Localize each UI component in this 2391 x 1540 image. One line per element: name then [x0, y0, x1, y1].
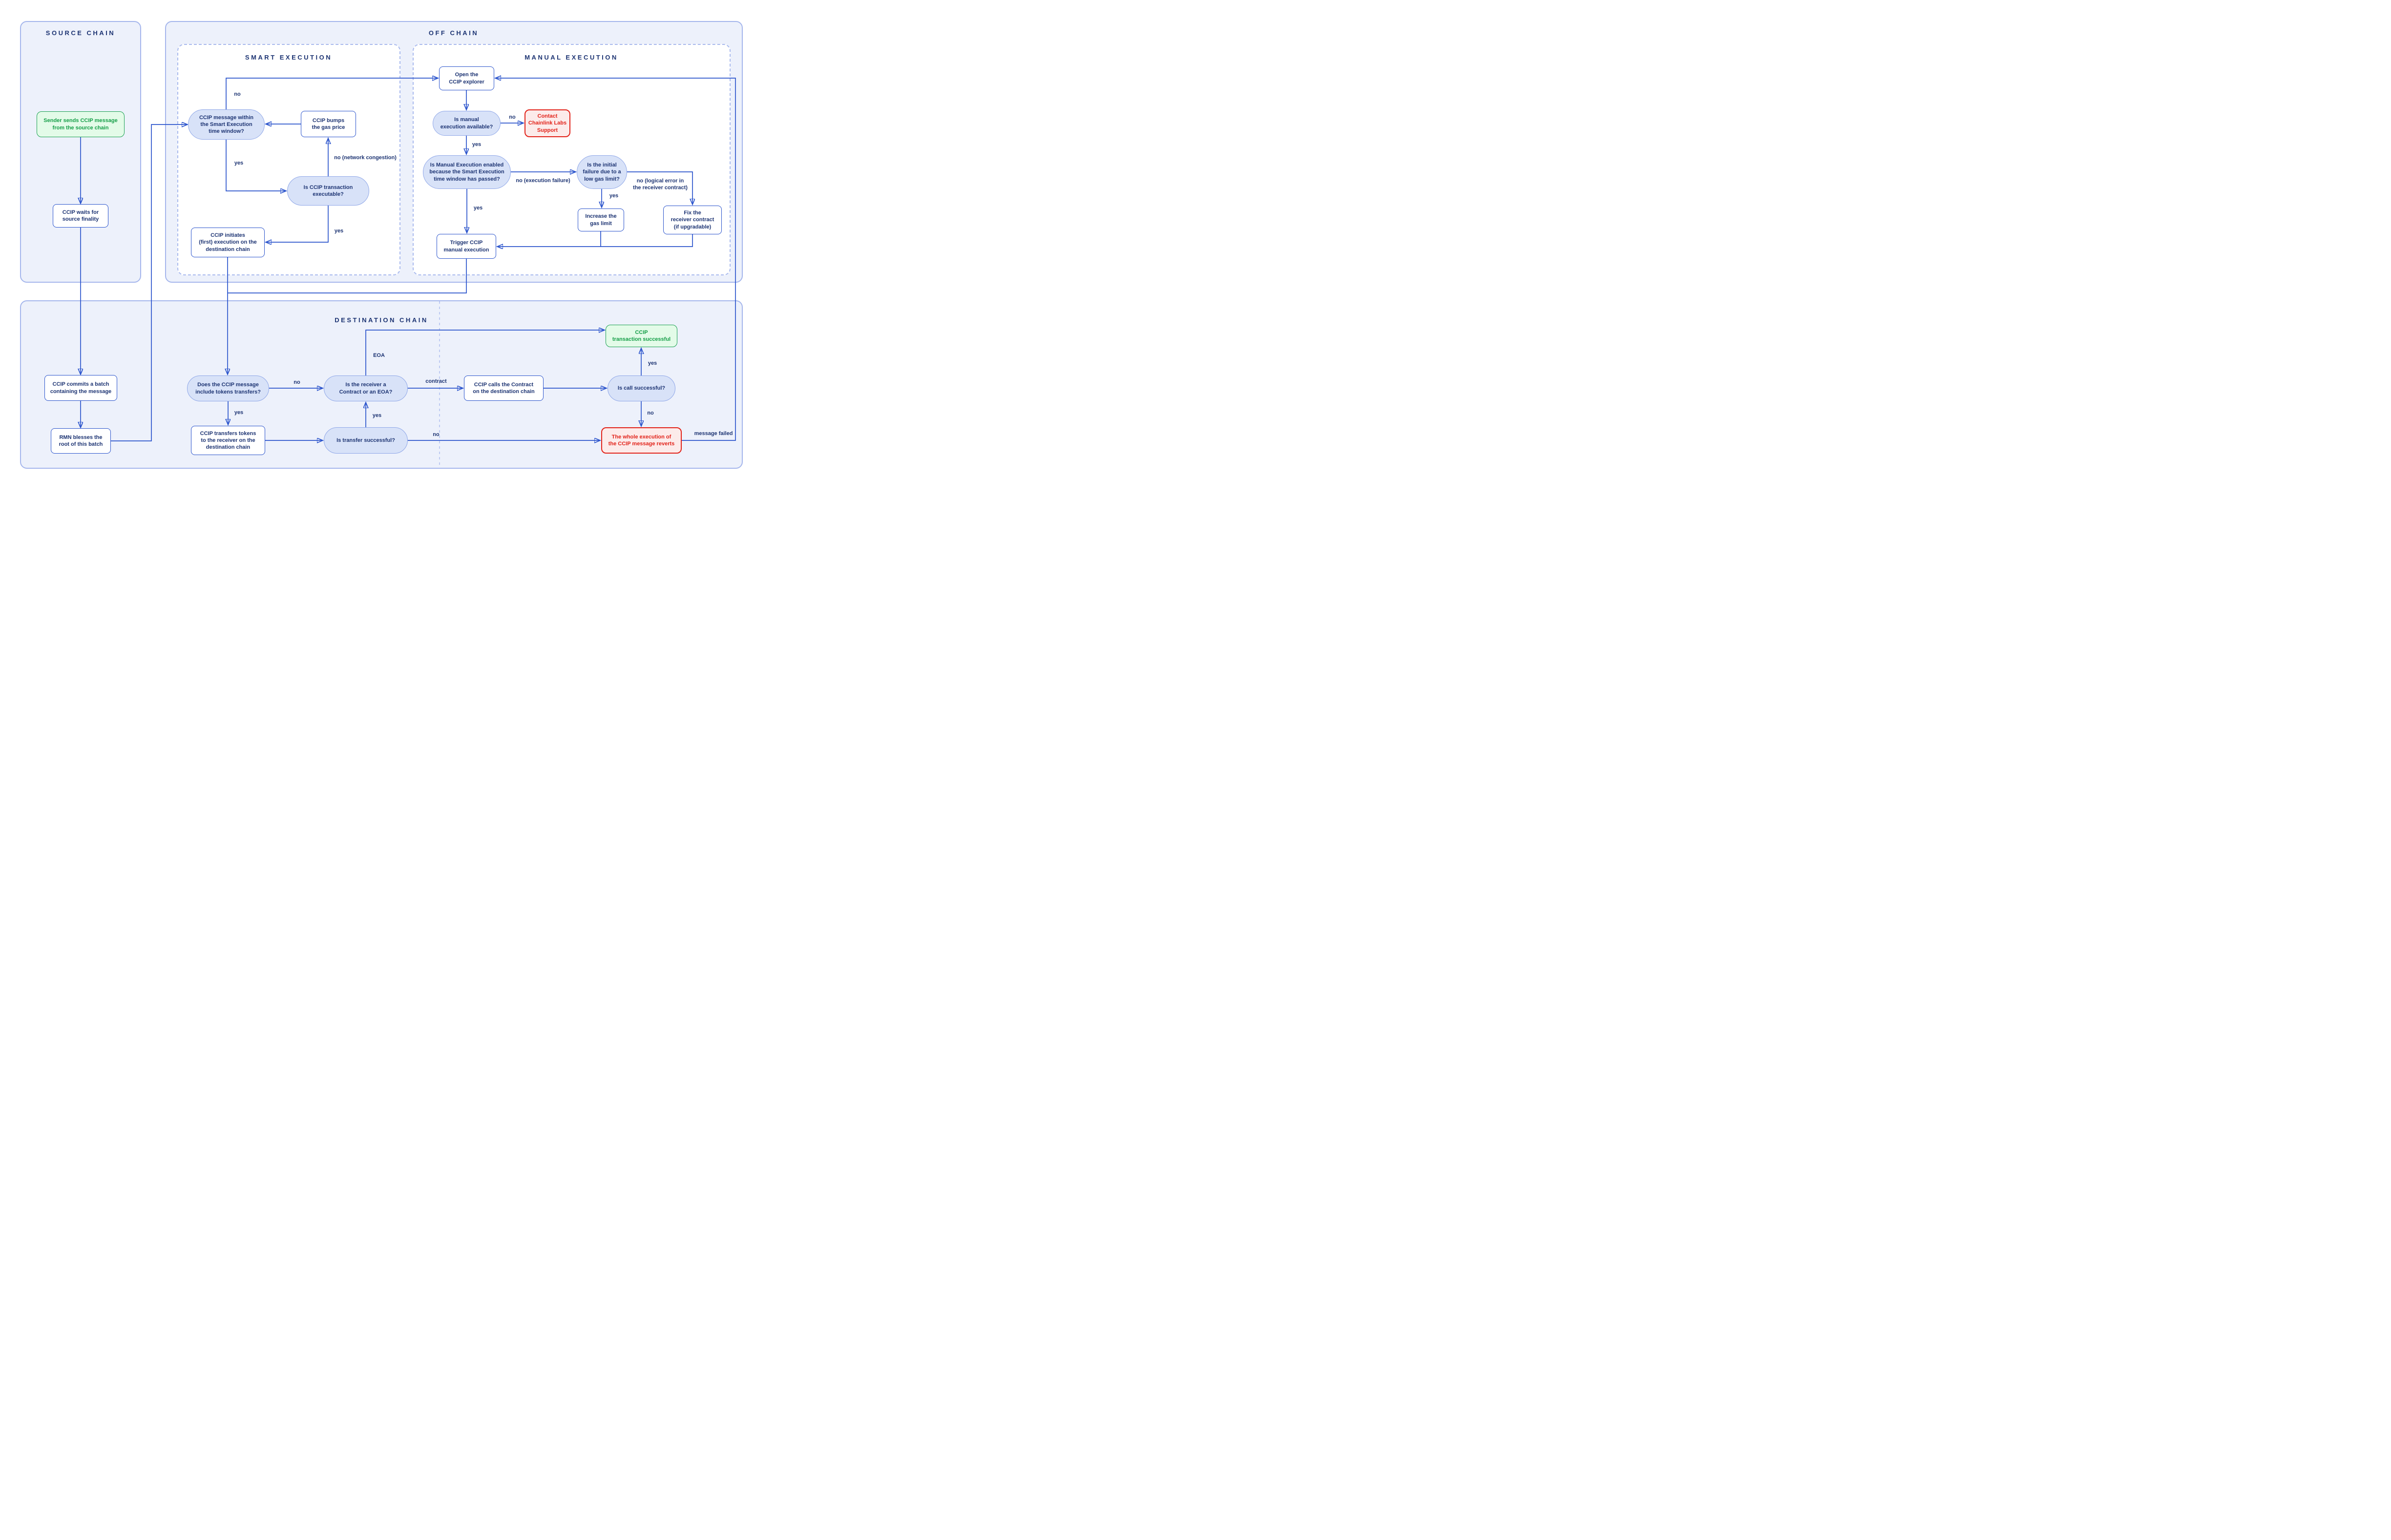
label-enabled-yes: yes: [473, 205, 483, 211]
node-rmn-blesses-root: RMN blesses the root of this batch: [51, 428, 111, 454]
node-is-transfer-successful: Is transfer successful?: [324, 427, 408, 454]
node-contact-chainlink-support: Contact Chainlink Labs Support: [524, 109, 570, 137]
destination-chain-title: DESTINATION CHAIN: [335, 316, 428, 324]
edge-fix-to-trigger: [498, 234, 693, 247]
label-manual-available-yes: yes: [472, 142, 482, 148]
label-smart-yes: yes: [234, 160, 244, 166]
node-fix-receiver-contract: Fix the receiver contract (if upgradable…: [663, 206, 722, 234]
node-transaction-successful: CCIP transaction successful: [606, 325, 677, 347]
edge-msg-window-no-to-explorer: [226, 78, 438, 109]
node-ccip-calls-contract: CCIP calls the Contract on the destinati…: [464, 375, 544, 401]
label-message-failed: message failed: [694, 431, 733, 437]
ccip-execution-flowchart: SOURCE CHAIN OFF CHAIN SMART EXECUTION M…: [0, 0, 752, 484]
label-tokens-yes: yes: [234, 410, 244, 416]
edge-msg-window-yes-to-executable: [226, 140, 286, 191]
node-execution-reverts: The whole execution of the CCIP message …: [601, 427, 682, 454]
label-logical-error: no (logical error in the receiver contra…: [633, 178, 688, 190]
connector-layer: [0, 0, 736, 468]
node-ccip-waits-finality: CCIP waits for source finality: [53, 204, 108, 228]
label-eoa: EOA: [373, 353, 385, 359]
node-trigger-manual-execution: Trigger CCIP manual execution: [437, 234, 496, 259]
node-receiver-contract-or-eoa: Is the receiver a Contract or an EOA?: [324, 375, 408, 401]
node-sender-sends-message: Sender sends CCIP message from the sourc…: [37, 111, 125, 137]
node-open-ccip-explorer: Open the CCIP explorer: [439, 66, 494, 90]
label-executable-yes: yes: [334, 228, 344, 234]
smart-execution-title: SMART EXECUTION: [245, 54, 333, 61]
node-ccip-commits-batch: CCIP commits a batch containing the mess…: [44, 375, 117, 401]
edge-executable-yes-to-initiates: [266, 206, 329, 242]
node-is-transaction-executable: Is CCIP transaction executable?: [287, 176, 369, 206]
node-ccip-bumps-gas-price: CCIP bumps the gas price: [301, 111, 356, 137]
edge-initial-failure-no-to-fix: [627, 171, 692, 204]
label-transfer-yes: yes: [372, 413, 382, 419]
label-tokens-no: no: [294, 379, 300, 386]
node-is-call-successful: Is call successful?: [608, 375, 675, 401]
label-initial-failure-yes: yes: [609, 193, 619, 199]
source-chain-title: SOURCE CHAIN: [45, 29, 116, 37]
node-does-message-include-tokens: Does the CCIP message include tokens tra…: [187, 375, 269, 401]
node-is-manual-execution-available: Is manual execution available?: [433, 111, 501, 136]
node-message-within-window: CCIP message within the Smart Execution …: [188, 109, 265, 140]
edge-rmn-to-msg-window: [111, 125, 187, 441]
node-initial-failure-low-gas: Is the initial failure due to a low gas …: [577, 155, 627, 189]
edge-trigger-join: [228, 259, 467, 293]
edge-receiver-type-eoa-to-success: [365, 330, 604, 375]
manual-execution-title: MANUAL EXECUTION: [524, 54, 618, 61]
node-ccip-transfers-tokens: CCIP transfers tokens to the receiver on…: [191, 426, 265, 455]
label-call-no: no: [647, 410, 654, 416]
label-smart-no: no: [234, 91, 241, 98]
label-transfer-no: no: [433, 432, 440, 438]
label-execution-failure: no (execution failure): [516, 178, 570, 184]
off-chain-title: OFF CHAIN: [428, 29, 479, 37]
node-increase-gas-limit: Increase the gas limit: [578, 208, 624, 231]
label-call-yes: yes: [648, 360, 657, 367]
node-ccip-initiates-execution: CCIP initiates (first) execution on the …: [191, 228, 265, 257]
label-contract: contract: [425, 378, 447, 385]
edge-reverts-to-explorer: [496, 78, 736, 441]
label-manual-available-no: no: [509, 114, 516, 121]
node-is-manual-execution-enabled: Is Manual Execution enabled because the …: [423, 155, 511, 189]
label-network-congestion: no (network congestion): [334, 155, 397, 161]
